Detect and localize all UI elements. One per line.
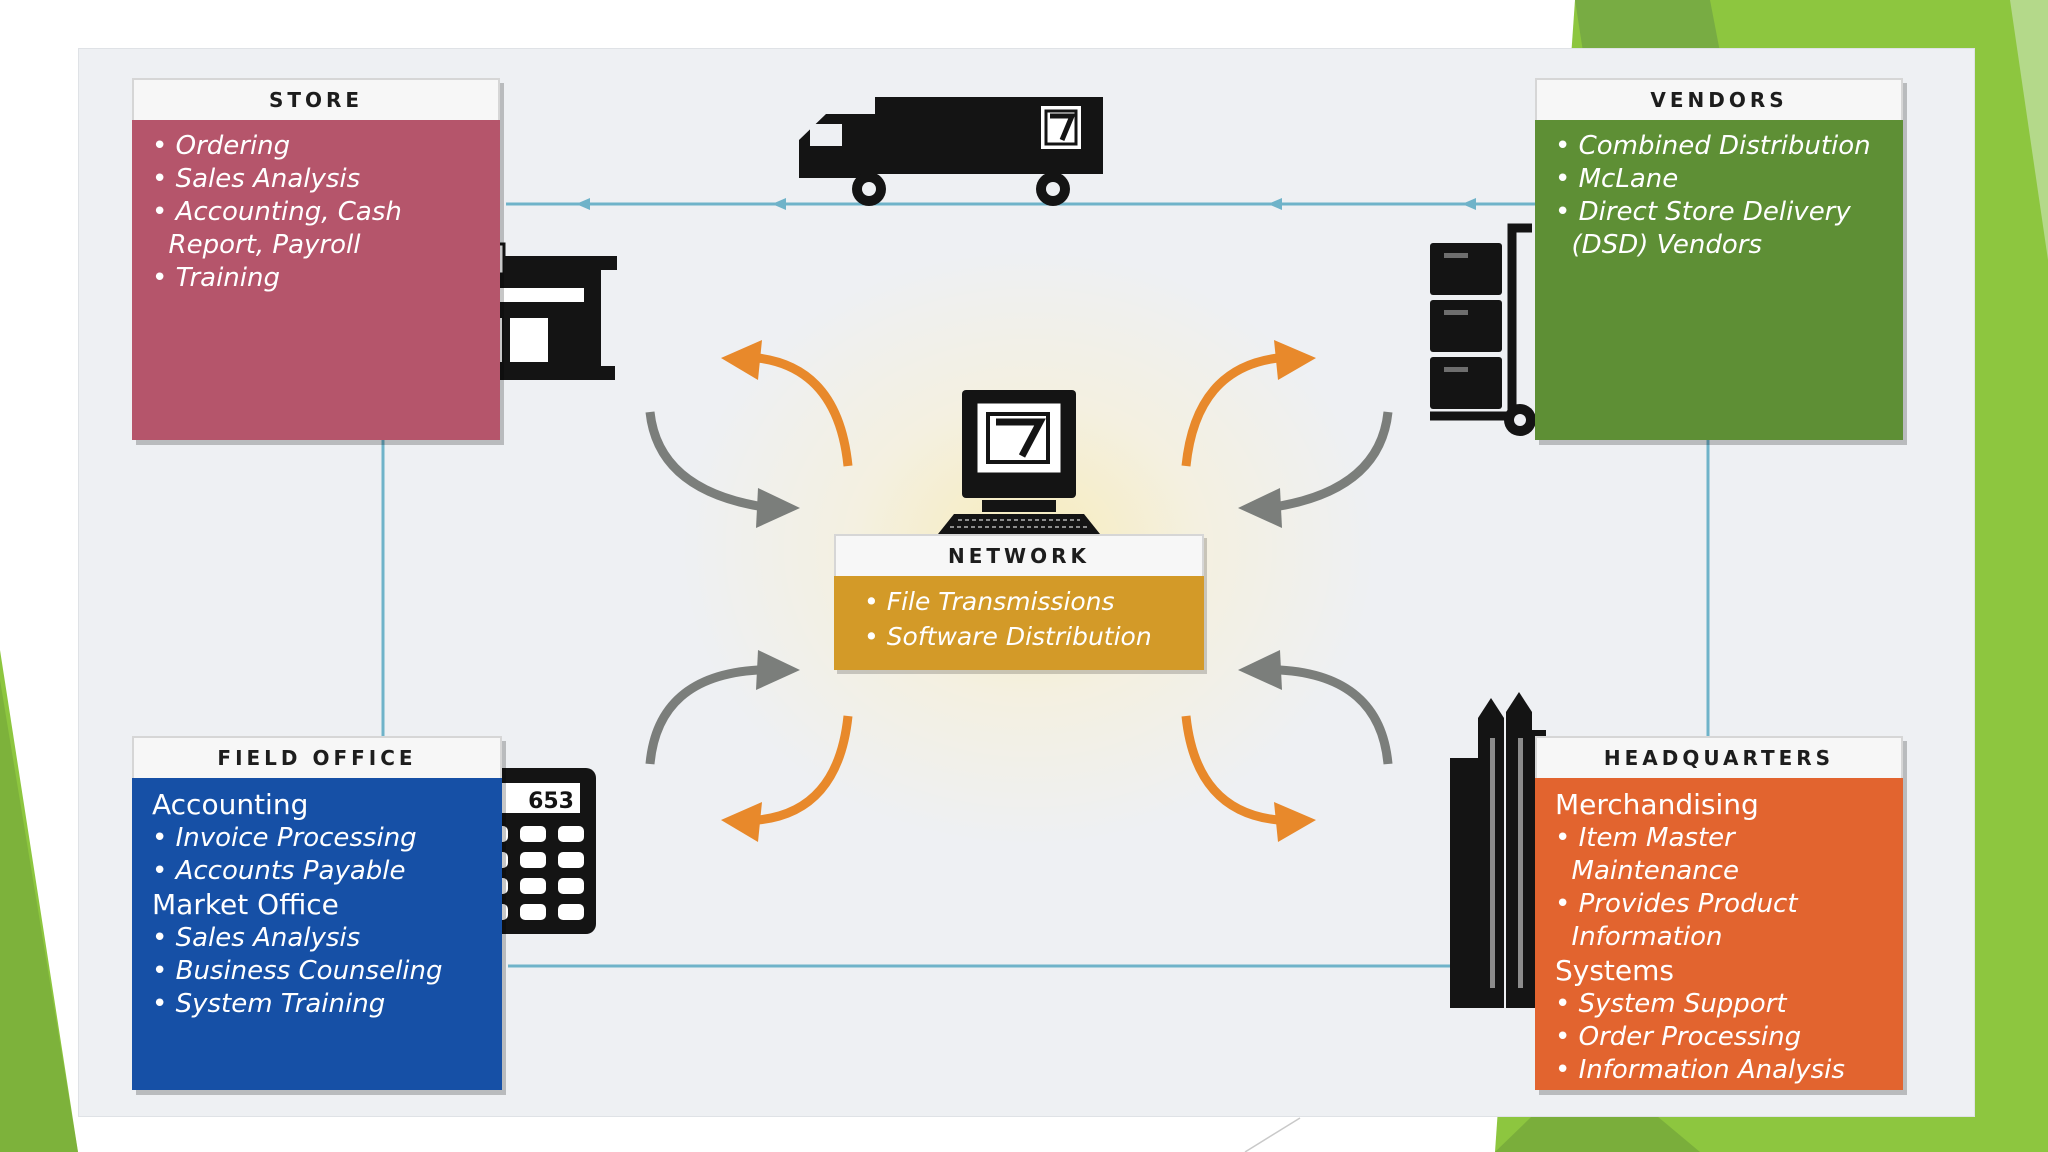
skyscraper-icon <box>1450 692 1546 1008</box>
hand-truck-boxes-icon <box>1430 223 1536 436</box>
vendors-body: • Combined Distribution • McLane • Direc… <box>1535 120 1903 440</box>
network-arrow-gray-lower-left <box>645 650 800 765</box>
calculator-display-value: 653 <box>528 789 574 814</box>
network-title: NETWORK <box>834 534 1204 576</box>
diagram-figure: 653 STORE • Ordering • Sales Analysis • … <box>78 48 1975 1117</box>
network-item: • File Transmissions <box>864 587 1115 616</box>
vendors-box: VENDORS • Combined Distribution • McLane… <box>1535 78 1903 440</box>
flow-arrowhead-1 <box>576 198 590 210</box>
slide-green-shape-left-shade <box>0 680 78 1152</box>
field-office-item: • Invoice Processing <box>152 823 417 853</box>
field-office-item: • Sales Analysis <box>152 923 361 953</box>
network-arrow-orange-upper-left <box>721 340 853 467</box>
network-box: NETWORK • File Transmissions • Software … <box>834 534 1204 670</box>
network-arrow-orange-upper-right <box>1181 340 1316 467</box>
network-item: • Software Distribution <box>864 622 1152 651</box>
headquarters-body: Merchandising • Item Master Maintenance … <box>1535 778 1903 1090</box>
vendors-title: VENDORS <box>1535 78 1903 120</box>
headquarters-item: • Provides Product Information <box>1555 889 1798 952</box>
network-arrow-orange-lower-left <box>721 715 853 842</box>
headquarters-item: • Item Master Maintenance <box>1555 823 1739 886</box>
store-item: • Sales Analysis <box>152 164 361 194</box>
network-body: • File Transmissions • Software Distribu… <box>834 576 1204 670</box>
headquarters-box: HEADQUARTERS Merchandising • Item Master… <box>1535 736 1903 1090</box>
computer-icon <box>938 390 1100 534</box>
store-body: • Ordering • Sales Analysis • Accounting… <box>132 120 500 440</box>
network-arrow-gray-lower-right <box>1238 650 1393 765</box>
headquarters-item: • Order Processing <box>1555 1022 1802 1052</box>
network-arrow-gray-upper-right <box>1238 411 1393 528</box>
store-title: STORE <box>132 78 500 120</box>
vendors-item: • Direct Store Delivery (DSD) Vendors <box>1555 197 1851 260</box>
truck-icon <box>799 97 1103 206</box>
headquarters-title: HEADQUARTERS <box>1535 736 1903 778</box>
flow-arrowhead-2 <box>772 198 786 210</box>
field-office-section-heading: Market Office <box>152 888 339 921</box>
vendors-item: • McLane <box>1555 164 1679 194</box>
store-item: • Ordering <box>152 131 291 161</box>
headquarters-item: • System Support <box>1555 989 1787 1019</box>
field-office-section-heading: Accounting <box>152 788 309 821</box>
headquarters-section-heading: Merchandising <box>1555 788 1759 821</box>
store-item: • Accounting, Cash Report, Payroll <box>152 197 402 260</box>
store-box: STORE • Ordering • Sales Analysis • Acco… <box>132 78 500 440</box>
headquarters-item: • Information Analysis <box>1555 1055 1845 1085</box>
field-office-box: FIELD OFFICE Accounting • Invoice Proces… <box>132 736 502 1090</box>
network-arrow-gray-upper-left <box>645 411 800 528</box>
flow-arrowhead-3 <box>1268 198 1282 210</box>
field-office-body: Accounting • Invoice Processing • Accoun… <box>132 778 502 1090</box>
field-office-item: • Business Counseling <box>152 956 443 986</box>
field-office-item: • System Training <box>152 989 386 1019</box>
network-arrow-orange-lower-right <box>1181 715 1316 842</box>
vendors-item: • Combined Distribution <box>1555 131 1871 161</box>
store-item: • Training <box>152 263 280 293</box>
flow-arrowhead-4 <box>1462 198 1476 210</box>
field-office-item: • Accounts Payable <box>152 856 406 886</box>
slide-green-highlight <box>2010 0 2048 260</box>
slide-thin-line <box>1244 1117 1301 1152</box>
field-office-title: FIELD OFFICE <box>132 736 502 778</box>
headquarters-section-heading: Systems <box>1555 954 1674 987</box>
